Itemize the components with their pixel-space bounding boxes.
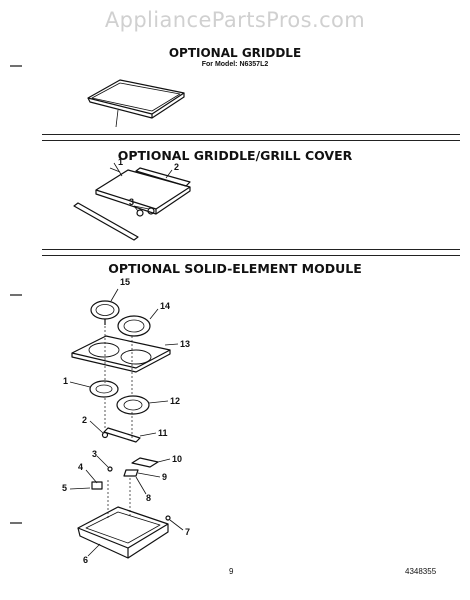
divider-rule-1b bbox=[42, 140, 460, 141]
section-title-griddle-grill-cover: OPTIONAL GRIDDLE/GRILL COVER bbox=[117, 148, 353, 163]
callout-15: 15 bbox=[120, 277, 131, 287]
divider-rule-1a bbox=[42, 134, 460, 135]
callout-3: 3 bbox=[129, 197, 135, 207]
callout-1-lower: 1 bbox=[63, 376, 69, 386]
callout-11: 11 bbox=[158, 428, 168, 438]
callout-12: 12 bbox=[170, 396, 181, 406]
watermark: AppliancePartsPros.com bbox=[104, 8, 366, 32]
callout-13: 13 bbox=[180, 339, 191, 349]
callout-2: 2 bbox=[174, 162, 180, 172]
model-subtitle: For Model: N6357L2 bbox=[201, 61, 269, 68]
callout-1: 1 bbox=[118, 157, 124, 167]
divider-rule-2a bbox=[42, 249, 460, 250]
callout-9: 9 bbox=[162, 472, 168, 482]
callout-4: 4 bbox=[78, 462, 84, 472]
callout-14: 14 bbox=[160, 301, 171, 311]
section-title-solid-element-module: OPTIONAL SOLID-ELEMENT MODULE bbox=[108, 261, 362, 276]
callout-8: 8 bbox=[146, 493, 152, 503]
callout-6: 6 bbox=[83, 555, 89, 565]
griddle-drawing bbox=[87, 79, 185, 128]
divider-rule-2b bbox=[42, 255, 460, 256]
page-number: 9 bbox=[229, 567, 234, 576]
part-number: 4348355 bbox=[405, 567, 437, 576]
callout-10: 10 bbox=[172, 454, 183, 464]
callout-3-lower: 3 bbox=[92, 449, 98, 459]
callout-7: 7 bbox=[185, 527, 191, 537]
callout-2-lower: 2 bbox=[82, 415, 88, 425]
grill-cover-drawing bbox=[73, 162, 191, 241]
callout-5: 5 bbox=[62, 483, 68, 493]
section-title-griddle: OPTIONAL GRIDDLE bbox=[168, 46, 302, 60]
element-module-drawing bbox=[69, 288, 184, 559]
